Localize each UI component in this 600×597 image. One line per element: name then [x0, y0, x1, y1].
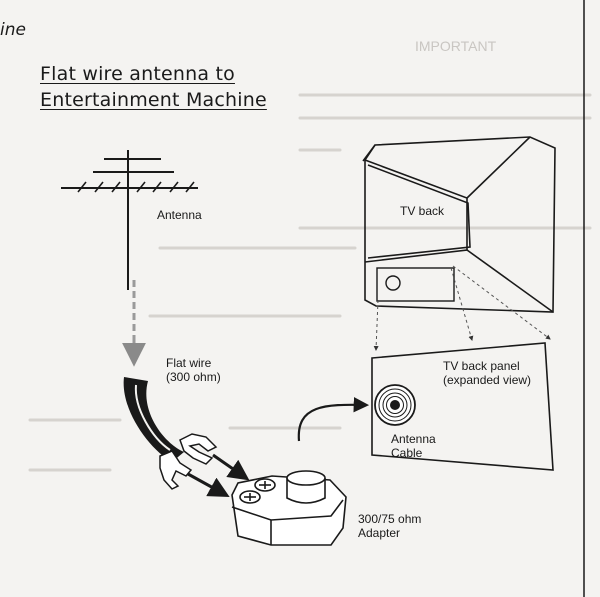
bleed-through-lines	[28, 93, 592, 472]
antenna-icon	[61, 150, 198, 290]
tv-back-panel-label: TV back panel (expanded view)	[443, 359, 531, 387]
flat-wire-label: Flat wire (300 ohm)	[166, 356, 221, 384]
tv-back-label: TV back	[400, 204, 445, 218]
antenna-cable-label-line-2: Cable	[391, 446, 423, 460]
tv-set-icon	[362, 136, 556, 313]
tv-back-panel-label-line-1: TV back panel	[443, 359, 520, 373]
antenna-label: Antenna	[157, 208, 202, 222]
tv-back-port-panel	[376, 267, 455, 302]
adapter-label: 300/75 ohm Adapter	[358, 512, 421, 540]
antenna-cable-label-line-1: Antenna	[391, 432, 436, 446]
flat-wire-label-line-2: (300 ohm)	[166, 370, 221, 384]
antenna-jack-icon	[374, 384, 416, 426]
antenna-cable-arrow	[297, 397, 370, 442]
flat-wire-icon	[123, 377, 250, 498]
diagram-title-line-1: Flat wire antenna to	[40, 63, 235, 85]
page-header-fragment: ine	[0, 20, 26, 40]
tv-back-panel-expanded	[371, 342, 554, 471]
diagram-title-line-2: Entertainment Machine	[40, 89, 267, 111]
adapter-icon	[231, 470, 347, 546]
expansion-guide-lines	[373, 265, 551, 351]
adapter-label-line-1: 300/75 ohm	[358, 512, 422, 526]
flat-wire-label-line-1: Flat wire	[166, 356, 212, 370]
adapter-label-line-2: Adapter	[358, 526, 401, 540]
antenna-cable-label: Antenna Cable	[391, 432, 436, 460]
bleed-through-heading: IMPORTANT	[415, 38, 497, 54]
tv-back-panel-label-line-2: (expanded view)	[443, 373, 532, 387]
